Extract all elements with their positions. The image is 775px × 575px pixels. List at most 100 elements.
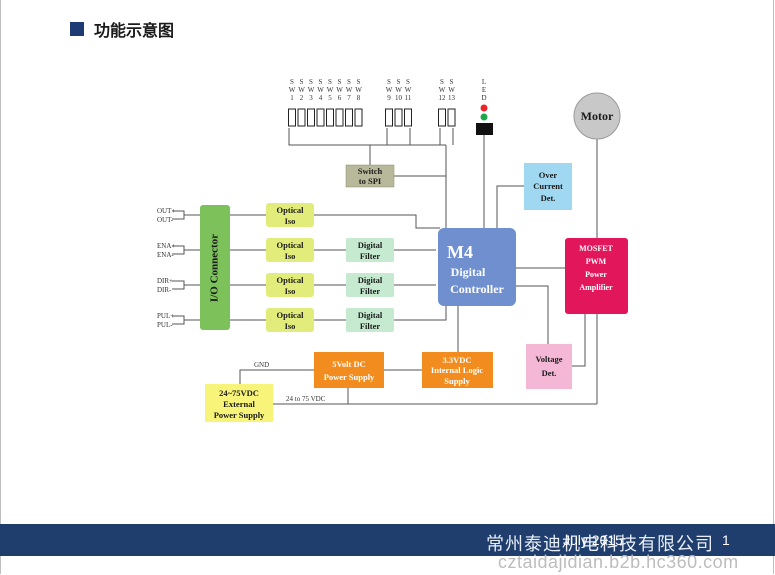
- switch-label-sw11-1: W: [405, 86, 412, 94]
- page-title: 功能示意图: [94, 21, 175, 40]
- digital-filter-ena-line1: Digital: [358, 240, 383, 250]
- switch-label-sw10-0: S: [397, 78, 401, 86]
- digital-filter-pul-line1: Digital: [358, 310, 383, 320]
- switch-label-sw2-1: W: [298, 86, 305, 94]
- optical-iso-out: Optical Iso: [266, 203, 314, 227]
- switch-label-sw11-0: S: [406, 78, 410, 86]
- signal-dir-minus: DIR-: [157, 286, 172, 294]
- signal-gnd: GND: [254, 361, 269, 369]
- power-3v3-line2: Internal Logic: [431, 365, 483, 375]
- switch-label-sw7-1: W: [346, 86, 353, 94]
- dip-switch-sw6-icon: [335, 108, 344, 127]
- signal-pul-minus: PUL-: [157, 321, 173, 329]
- switch-label-sw2-0: S: [300, 78, 304, 86]
- switch-label-sw6-0: S: [338, 78, 342, 86]
- switch-label-sw10-2: 10: [395, 94, 403, 102]
- mosfet-amplifier-block: MOSFET PWM Power Amplifier: [565, 238, 628, 314]
- switch-label-sw4-2: 4: [319, 94, 323, 102]
- switch-label-sw6-2: 6: [338, 94, 342, 102]
- signal-out-minus: OUT-: [157, 216, 174, 224]
- over-current-line1: Over: [539, 170, 558, 180]
- over-current-block: Over Current Det.: [524, 163, 572, 210]
- optical-iso-ena-line1: Optical: [277, 240, 305, 250]
- dip-switch-sw2-icon: [297, 108, 306, 127]
- switch-label-sw8-0: S: [357, 78, 361, 86]
- switch-label-sw13-2: 13: [448, 94, 456, 102]
- power-5v-block: 5Volt DC Power Supply: [314, 352, 384, 388]
- external-line1: 24~75VDC: [219, 388, 259, 398]
- voltage-det-line1: Voltage: [535, 354, 562, 364]
- switch-label-sw4-0: S: [319, 78, 323, 86]
- switch-label-sw9-0: S: [387, 78, 391, 86]
- switch-label-sw2-2: 2: [300, 94, 304, 102]
- power-5v-line2: Power Supply: [324, 372, 375, 382]
- optical-iso-out-line1: Optical: [277, 205, 305, 215]
- title-bullet-icon: [70, 22, 84, 36]
- switch-label-sw8-1: W: [355, 86, 362, 94]
- switch-label-sw13-0: S: [450, 78, 454, 86]
- optical-iso-pul-line2: Iso: [285, 321, 296, 331]
- switch-spi-line2: to SPI: [359, 176, 382, 186]
- dip-switch-sw12-icon: [438, 108, 446, 127]
- switch-label-sw1-2: 1: [290, 94, 294, 102]
- dip-switch-sw10-icon: [394, 108, 403, 127]
- switch-label-sw8-2: 8: [357, 94, 361, 102]
- digital-filter-dir-line1: Digital: [358, 275, 383, 285]
- switch-label-sw13-1: W: [448, 86, 455, 94]
- led-indicator: L E D: [476, 78, 493, 135]
- dip-switch-sw4-icon: [316, 108, 325, 127]
- signal-ena-plus: ENA+: [157, 242, 175, 250]
- switch-label-sw9-2: 9: [387, 94, 391, 102]
- signal-dir-plus: DIR+: [157, 277, 173, 285]
- optical-iso-pul-line1: Optical: [277, 310, 305, 320]
- external-line3: Power Supply: [214, 410, 265, 420]
- red-led-icon: [480, 104, 488, 112]
- mosfet-line1: MOSFET: [579, 244, 613, 253]
- digital-filter-ena: Digital Filter: [346, 238, 394, 262]
- digital-filter-ena-line2: Filter: [360, 251, 381, 261]
- signal-labels: OUT+ OUT- ENA+ ENA- DIR+ DIR- PUL+ PUL- …: [157, 207, 326, 403]
- dip-switch-sw7-icon: [345, 108, 353, 127]
- io-connector-block: I/O Connector: [200, 205, 230, 330]
- footer-company: 常州泰迪机电科技有限公司: [486, 534, 714, 555]
- optical-iso-dir-line2: Iso: [285, 286, 296, 296]
- switch-label-sw11-2: 11: [405, 94, 412, 102]
- switch-label-sw3-2: 3: [309, 94, 313, 102]
- switch-label-sw1-1: W: [289, 86, 296, 94]
- switch-label-sw5-2: 5: [328, 94, 332, 102]
- power-3v3-line3: Supply: [444, 376, 470, 386]
- switch-label-sw5-0: S: [328, 78, 332, 86]
- switch-label-sw3-1: W: [308, 86, 315, 94]
- led-label-e: E: [482, 86, 486, 94]
- digital-filter-dir: Digital Filter: [346, 273, 394, 297]
- led-label-d: D: [481, 94, 486, 102]
- dip-switch-sw9-icon: [385, 108, 393, 127]
- signal-ena-minus: ENA-: [157, 251, 174, 259]
- switch-to-spi-block: Switch to SPI: [345, 164, 395, 188]
- motor-block: Motor: [573, 92, 621, 140]
- optical-iso-dir-line1: Optical: [277, 275, 305, 285]
- m4-line3: Controller: [450, 282, 504, 296]
- signal-supply-range: 24 to 75 VDC: [286, 395, 326, 403]
- led-housing: [476, 123, 493, 135]
- io-connector-label: I/O Connector: [209, 234, 221, 302]
- digital-filter-pul: Digital Filter: [346, 308, 394, 332]
- dip-switch-sw1-icon: [288, 108, 296, 127]
- motor-label: Motor: [581, 109, 614, 123]
- optical-iso-ena: Optical Iso: [266, 238, 314, 262]
- mosfet-line3: Power: [585, 270, 607, 279]
- switch-label-sw12-1: W: [439, 86, 446, 94]
- external-supply-block: 24~75VDC External Power Supply: [205, 384, 273, 422]
- switch-label-sw1-0: S: [290, 78, 294, 86]
- signal-pul-plus: PUL+: [157, 312, 174, 320]
- watermark-url: cztaidajidian.b2b.hc360.com: [498, 552, 739, 572]
- mosfet-line2: PWM: [586, 257, 607, 266]
- mosfet-line4: Amplifier: [579, 283, 613, 292]
- m4-line2: Digital: [451, 265, 486, 279]
- optical-iso-dir: Optical Iso: [266, 273, 314, 297]
- optical-iso-ena-line2: Iso: [285, 251, 296, 261]
